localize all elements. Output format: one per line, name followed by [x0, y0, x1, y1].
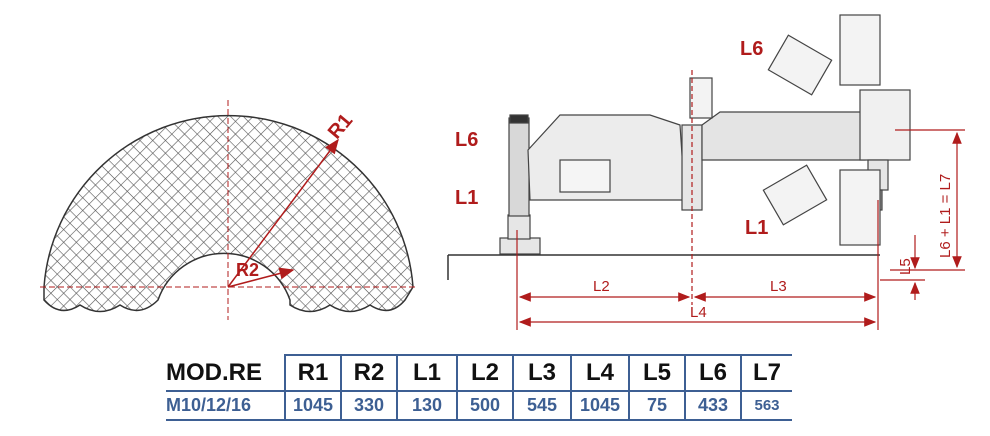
working-area: R1 R2 [40, 100, 415, 320]
cell-l7: 563 [740, 391, 792, 421]
header-l3: L3 [512, 354, 571, 392]
cell-l3: 545 [512, 391, 571, 421]
r1-label: R1 [324, 110, 357, 144]
cell-l2: 500 [456, 391, 513, 421]
specs-table: MOD.RE R1 R2 L1 L2 L3 L4 L5 L6 L7 M10/12… [166, 354, 792, 421]
tapping-arm [447, 14, 911, 280]
dimension-lines [516, 70, 965, 330]
cell-model: M10/12/16 [166, 391, 285, 421]
cell-l4: 1045 [570, 391, 629, 421]
l6-left-label: L6 [455, 129, 478, 151]
r2-label: R2 [236, 260, 259, 280]
l6-top-label: L6 [740, 38, 763, 60]
header-l2: L2 [456, 354, 513, 392]
l3-label: L3 [770, 278, 787, 295]
cell-l6: 433 [684, 391, 741, 421]
header-model: MOD.RE [166, 355, 285, 392]
header-r1: R1 [284, 354, 341, 392]
table-row: M10/12/16 1045 330 130 500 545 1045 75 4… [166, 391, 792, 421]
cell-r2: 330 [340, 391, 397, 421]
header-l4: L4 [570, 354, 629, 392]
l5-label: L5 [897, 258, 914, 275]
l2-label: L2 [593, 278, 610, 295]
cell-l1: 130 [396, 391, 457, 421]
cell-r1: 1045 [284, 391, 341, 421]
table-header-row: MOD.RE R1 R2 L1 L2 L3 L4 L5 L6 L7 [166, 354, 792, 392]
header-l5: L5 [628, 354, 685, 392]
l4-label: L4 [690, 304, 707, 321]
header-l7: L7 [740, 354, 792, 392]
cell-l5: 75 [628, 391, 685, 421]
header-l1: L1 [396, 354, 457, 392]
header-r2: R2 [340, 354, 397, 392]
l1-left-label: L1 [455, 187, 478, 209]
l1-bottom-label: L1 [745, 217, 768, 239]
header-l6: L6 [684, 354, 741, 392]
l7-label: L6 + L1 = L7 [937, 174, 954, 258]
